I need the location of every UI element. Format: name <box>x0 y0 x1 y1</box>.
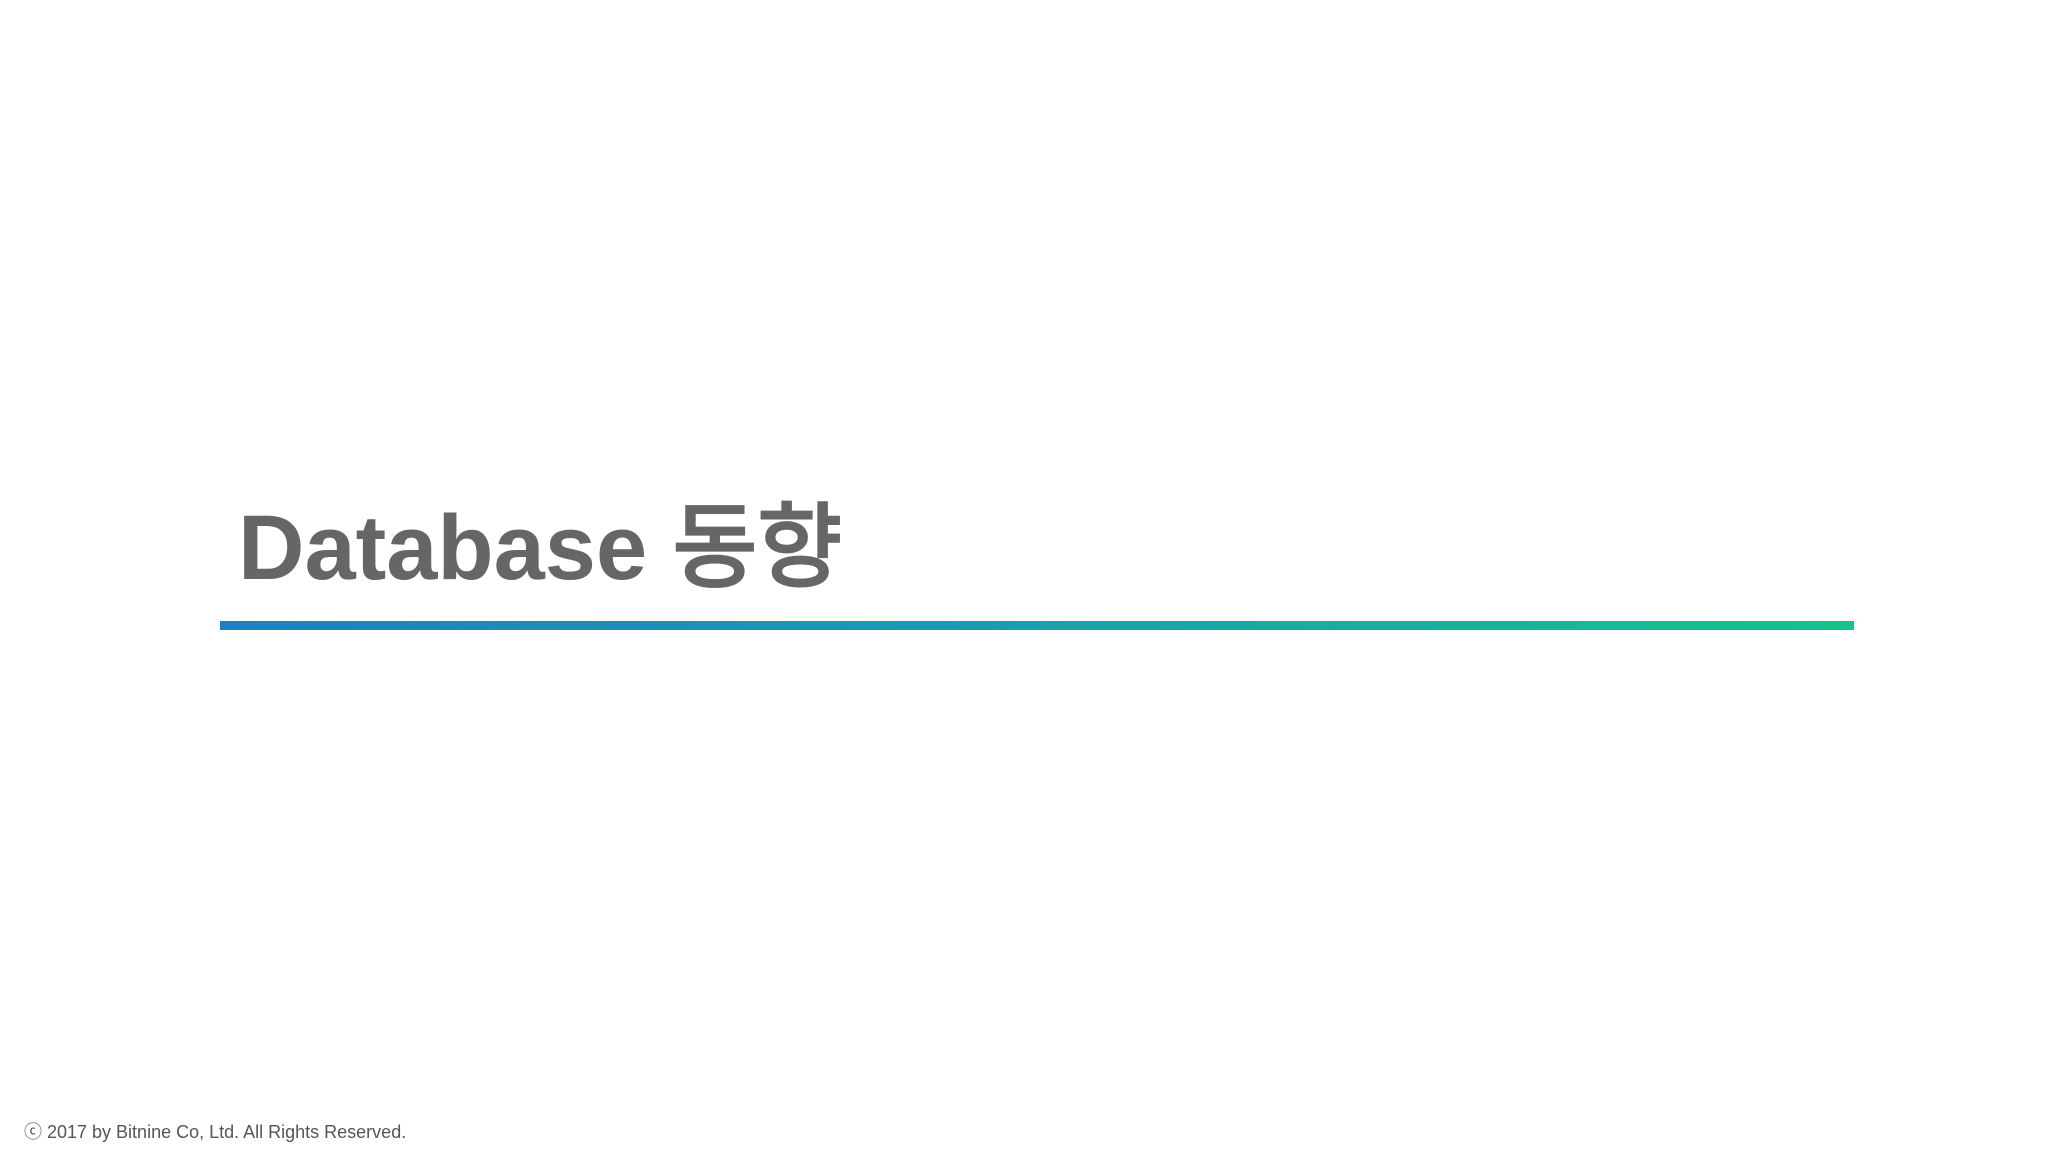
title-underline-rule <box>220 621 1854 630</box>
section-title: Database 동향 <box>238 497 842 599</box>
copyright-footer: ⓒ 2017 by Bitnine Co, Ltd. All Rights Re… <box>24 1122 407 1142</box>
